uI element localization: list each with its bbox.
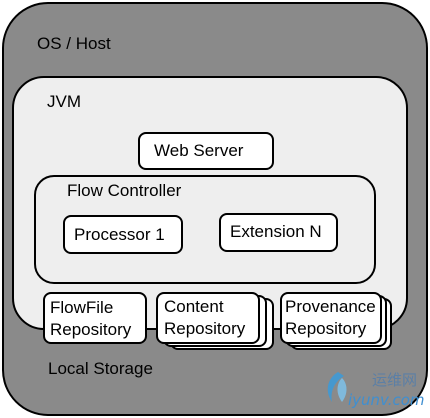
content-repository-box xyxy=(156,292,260,344)
extension-label: Extension N xyxy=(230,222,322,241)
watermark-url-text: iyunv.com xyxy=(348,391,425,409)
processor-label: Processor 1 xyxy=(74,225,165,244)
watermark-cn-text: 运维网 xyxy=(372,371,418,389)
flowfile-repository-label-line2: Repository xyxy=(50,320,132,339)
flow-controller-label: Flow Controller xyxy=(67,181,182,200)
content-repository-label-line1: Content xyxy=(164,297,224,316)
local-storage-label: Local Storage xyxy=(48,359,153,378)
provenance-repository-label-line2: Repository xyxy=(285,319,367,338)
extension-box xyxy=(219,213,338,252)
provenance-repository-box xyxy=(280,292,382,344)
watermark-logo-icon xyxy=(327,372,347,402)
os-host-label: OS / Host xyxy=(37,34,111,53)
content-repository-label-line2: Repository xyxy=(164,319,246,338)
flowfile-repository-box xyxy=(43,292,147,344)
provenance-repository-label-line1: Provenance xyxy=(285,297,376,316)
flowfile-repository-label-line1: FlowFile xyxy=(50,298,114,317)
web-server-box xyxy=(138,132,274,170)
web-server-label: Web Server xyxy=(154,141,244,160)
processor-box xyxy=(63,215,183,254)
jvm-label: JVM xyxy=(47,92,81,111)
